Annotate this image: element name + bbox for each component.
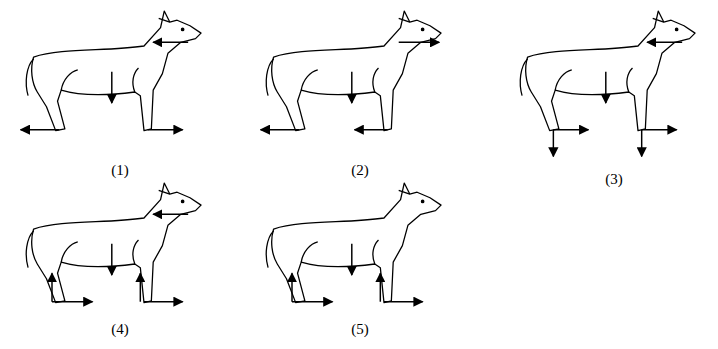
figure-5: [266, 183, 441, 303]
figure-number: (3): [605, 172, 623, 187]
figure-number: (5): [351, 322, 369, 337]
figure-number: (2): [351, 163, 369, 178]
figure-2: [261, 11, 441, 131]
figure-4: [26, 183, 201, 303]
figure-1: [21, 11, 201, 131]
figure-3: [520, 11, 695, 156]
figure-number: (4): [111, 322, 129, 337]
figure-number: (1): [111, 163, 129, 178]
